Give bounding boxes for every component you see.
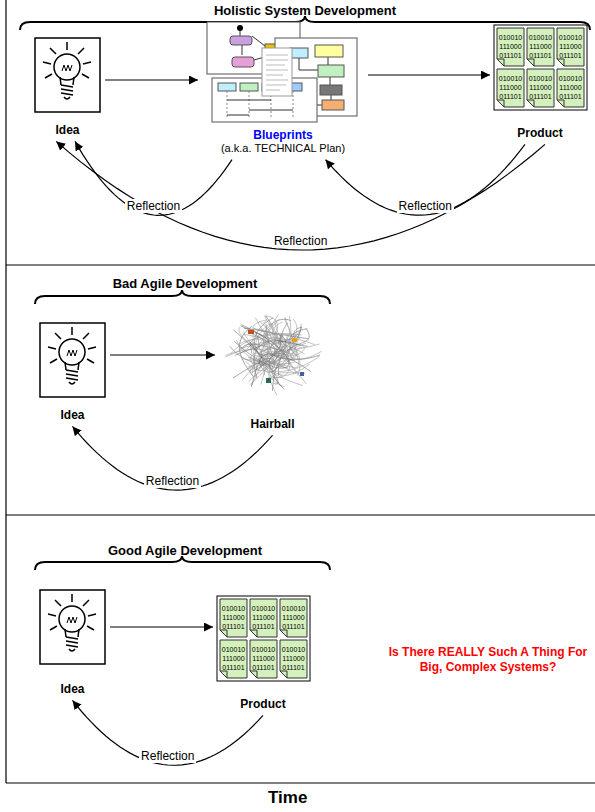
blueprint-illustration bbox=[232, 57, 254, 67]
blueprint-illustration bbox=[318, 65, 344, 77]
hairball-tangle bbox=[242, 324, 273, 380]
lightbulb-icon bbox=[40, 323, 105, 397]
reflection-arc bbox=[73, 700, 264, 765]
lightbulb-icon bbox=[35, 38, 100, 112]
node-label: Idea bbox=[55, 123, 79, 137]
binary-document-icon bbox=[217, 596, 310, 681]
binary-document-icon bbox=[217, 25, 587, 681]
lightbulb-icon bbox=[35, 38, 105, 664]
blueprint-illustration bbox=[262, 48, 292, 96]
hairball-tangle bbox=[269, 355, 311, 389]
binary-code: 010010 111000 011101 bbox=[220, 604, 247, 631]
edge-label: Reflection bbox=[397, 199, 454, 213]
flow-arrow bbox=[110, 354, 215, 355]
idea-node: Idea bbox=[35, 320, 110, 426]
hairball-tangle bbox=[248, 330, 254, 334]
axis-label: Time bbox=[268, 787, 348, 808]
binary-code: 010010 111000 011101 bbox=[280, 645, 307, 672]
hairball-tangle bbox=[239, 339, 268, 384]
blueprint-illustration bbox=[320, 85, 342, 95]
blueprint-illustration bbox=[237, 25, 243, 31]
panel-title: Good Agile Development bbox=[60, 543, 310, 558]
product-node: Product010010 111000 011101010010 111000… bbox=[213, 593, 313, 715]
panel-band: Holistic System DevelopmentIdea Blueprint… bbox=[0, 0, 595, 265]
binary-code: 010010 111000 011101 bbox=[497, 74, 524, 101]
node-label: Product bbox=[240, 697, 285, 711]
axis-frame bbox=[6, 514, 595, 515]
blueprint-illustration bbox=[290, 48, 308, 58]
binary-code: 010010 111000 011101 bbox=[250, 645, 277, 672]
binary-code: 010010 111000 011101 bbox=[527, 33, 554, 60]
panel-title: Bad Agile Development bbox=[60, 276, 310, 291]
node-label: Blueprints bbox=[253, 128, 312, 142]
blueprint-node: Blueprints(a.k.a. TECHNICAL Plan) bbox=[198, 15, 368, 160]
blueprint-illustration bbox=[227, 100, 293, 115]
reflection-arc bbox=[73, 426, 273, 490]
flow-arrow bbox=[110, 626, 213, 627]
flow-arrow bbox=[105, 79, 198, 80]
edge-label: Reflection bbox=[272, 234, 329, 248]
hairball-tangle bbox=[285, 318, 290, 342]
blueprint-illustration bbox=[240, 83, 258, 91]
blueprint-illustration bbox=[315, 45, 343, 57]
node-label: Product bbox=[517, 126, 562, 140]
idea-node: Idea bbox=[30, 35, 105, 141]
hairball-node: Hairball bbox=[215, 305, 330, 435]
hairball-tangle bbox=[225, 315, 321, 396]
lightbulb-icon bbox=[40, 590, 105, 664]
binary-code: 010010 111000 011101 bbox=[557, 74, 584, 101]
hairball-tangle bbox=[259, 321, 290, 378]
axis-frame bbox=[5, 0, 6, 783]
node-label: Hairball bbox=[250, 417, 294, 431]
blueprint-illustration bbox=[207, 22, 357, 122]
reflection-arc bbox=[75, 141, 232, 215]
node-label: Idea bbox=[60, 408, 84, 422]
flow-arrow bbox=[368, 74, 490, 75]
product-node: Product010010 111000 011101010010 111000… bbox=[490, 22, 590, 144]
curly-bracket bbox=[35, 556, 330, 570]
question-note: Is There REALLY Such A Thing For Big, Co… bbox=[383, 645, 593, 675]
reflection-arc bbox=[326, 144, 526, 215]
axis-frame bbox=[6, 782, 595, 783]
edge-label: Reflection bbox=[144, 474, 201, 488]
panel-band: Bad Agile DevelopmentIdeaHairball bbox=[0, 265, 595, 515]
hairball-tangle bbox=[300, 372, 304, 376]
edge-label: Reflection bbox=[139, 749, 196, 763]
hairball-tangle bbox=[252, 335, 309, 373]
hairball-tangle bbox=[292, 338, 297, 342]
blueprint-illustration bbox=[230, 36, 252, 45]
binary-code: 010010 111000 011101 bbox=[527, 74, 554, 101]
blueprint-illustration bbox=[322, 100, 344, 110]
hairball-tangle bbox=[231, 334, 301, 354]
reflection-arc bbox=[56, 141, 545, 250]
node-label: Idea bbox=[60, 682, 84, 696]
binary-document-icon bbox=[494, 25, 587, 110]
node-label: (a.k.a. TECHNICAL Plan) bbox=[221, 142, 345, 155]
blueprint-illustration bbox=[218, 83, 236, 91]
hairball-tangle bbox=[267, 337, 300, 376]
axis-frame bbox=[6, 0, 595, 783]
hairball-tangle bbox=[234, 324, 289, 368]
curly-bracket bbox=[35, 290, 330, 304]
binary-code: 010010 111000 011101 bbox=[497, 33, 524, 60]
axis-frame bbox=[6, 264, 595, 265]
blueprint-illustration bbox=[266, 55, 288, 90]
binary-code: 010010 111000 011101 bbox=[557, 33, 584, 60]
binary-code: 010010 111000 011101 bbox=[280, 604, 307, 631]
binary-code: 010010 111000 011101 bbox=[220, 645, 247, 672]
edge-label: Reflection bbox=[125, 199, 182, 213]
hairball-tangle bbox=[251, 354, 320, 387]
panel-title: Holistic System Development bbox=[150, 3, 460, 18]
binary-code: 010010 111000 011101 bbox=[250, 604, 277, 631]
curly-bracket bbox=[20, 16, 590, 570]
idea-node: Idea bbox=[35, 587, 110, 700]
hairball-tangle bbox=[266, 378, 271, 383]
